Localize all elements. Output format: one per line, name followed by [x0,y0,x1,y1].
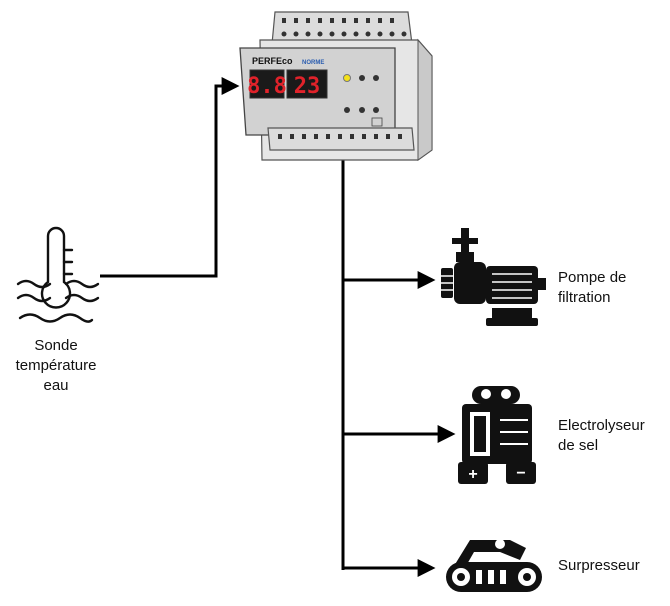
booster-label: Surpresseur [558,557,640,574]
controller-brand: PERFEco [252,56,293,66]
connectors [100,77,456,577]
svg-text:−: − [516,465,525,482]
thermometer-water-icon [16,226,100,323]
pump-motor-icon [441,228,546,326]
ce-mark [371,117,383,127]
display-left: 8.8 [247,74,287,99]
button-5 [373,107,379,113]
electrolyser-label: Electrolyseur de sel [558,417,645,454]
bottom-terminals [278,134,402,139]
button-2 [373,75,379,81]
button-1 [359,75,365,81]
controller-brand-suffix: NORME [302,60,324,66]
button-3 [344,107,350,113]
sensor-to-controller-arrow [100,77,240,278]
display-right: 23 [294,74,321,99]
sensor-label: Sonde température eau [15,337,97,394]
button-4 [359,107,365,113]
salt-electrolyser-icon: + − [458,386,536,484]
top-terminals [281,18,407,37]
pump-label: Pompe de filtration [558,269,627,306]
svg-text:+: + [468,466,477,483]
status-led [343,74,351,82]
pool-robot-booster-icon [446,539,542,592]
din-rail-controller-icon: 8.8 23 PERFEco NORME [239,11,433,161]
